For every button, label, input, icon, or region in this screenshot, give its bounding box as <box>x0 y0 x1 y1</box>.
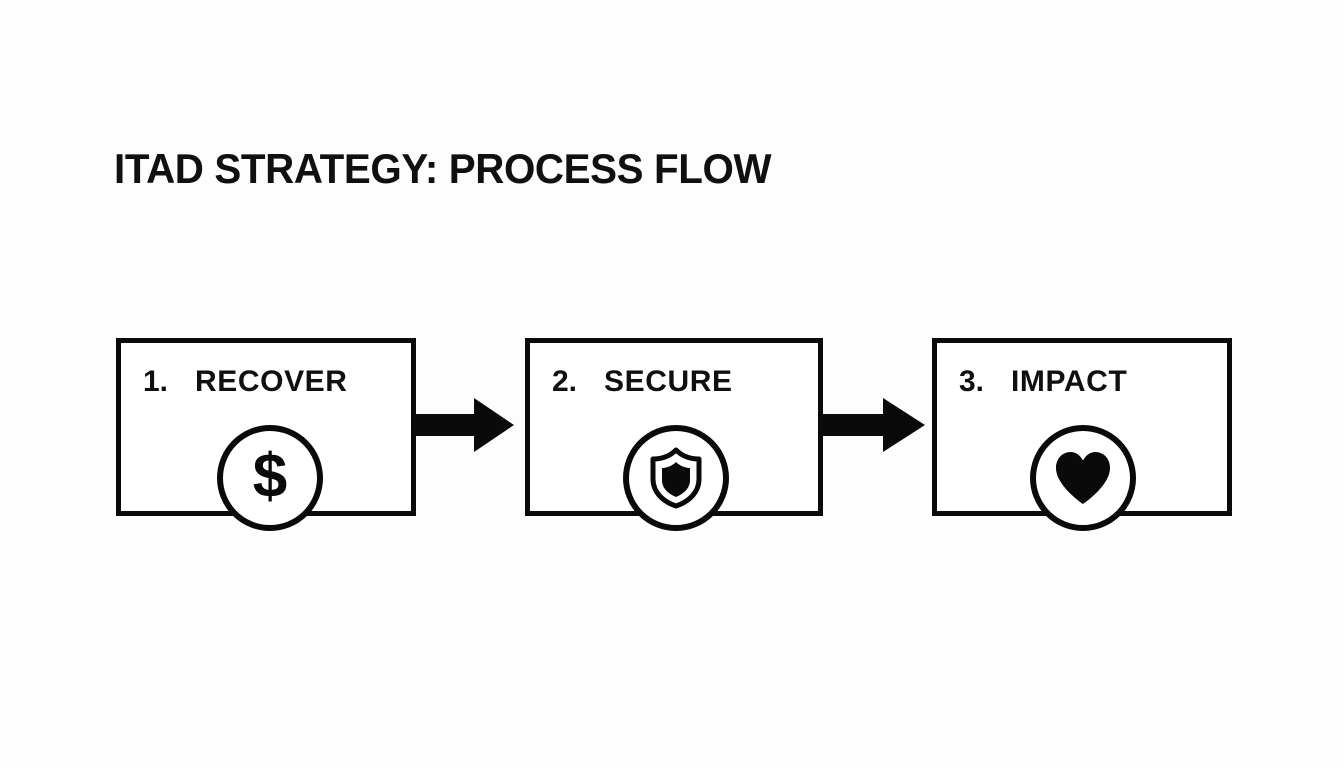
step-label-impact: IMPACT <box>1011 365 1128 398</box>
icon-badge-impact <box>1030 425 1136 531</box>
arrow-step1-to-step2 <box>416 396 514 454</box>
page-title: ITAD STRATEGY: PROCESS FLOW <box>114 145 772 192</box>
step-number-2: 2. <box>552 365 578 398</box>
step-number-3: 3. <box>959 365 985 398</box>
step-header-impact: 3. IMPACT <box>959 365 1127 399</box>
step-label-secure: SECURE <box>604 365 733 398</box>
step-header-recover: 1. RECOVER <box>143 365 348 399</box>
step-label-recover: RECOVER <box>195 365 348 398</box>
dollar-sign-icon: $ <box>252 442 288 511</box>
shield-icon <box>648 447 704 509</box>
icon-badge-recover: $ <box>217 425 323 531</box>
arrow-step2-to-step3 <box>823 396 925 454</box>
step-header-secure: 2. SECURE <box>552 365 733 399</box>
heart-icon <box>1053 450 1113 506</box>
step-number-1: 1. <box>143 365 169 398</box>
icon-badge-secure <box>623 425 729 531</box>
